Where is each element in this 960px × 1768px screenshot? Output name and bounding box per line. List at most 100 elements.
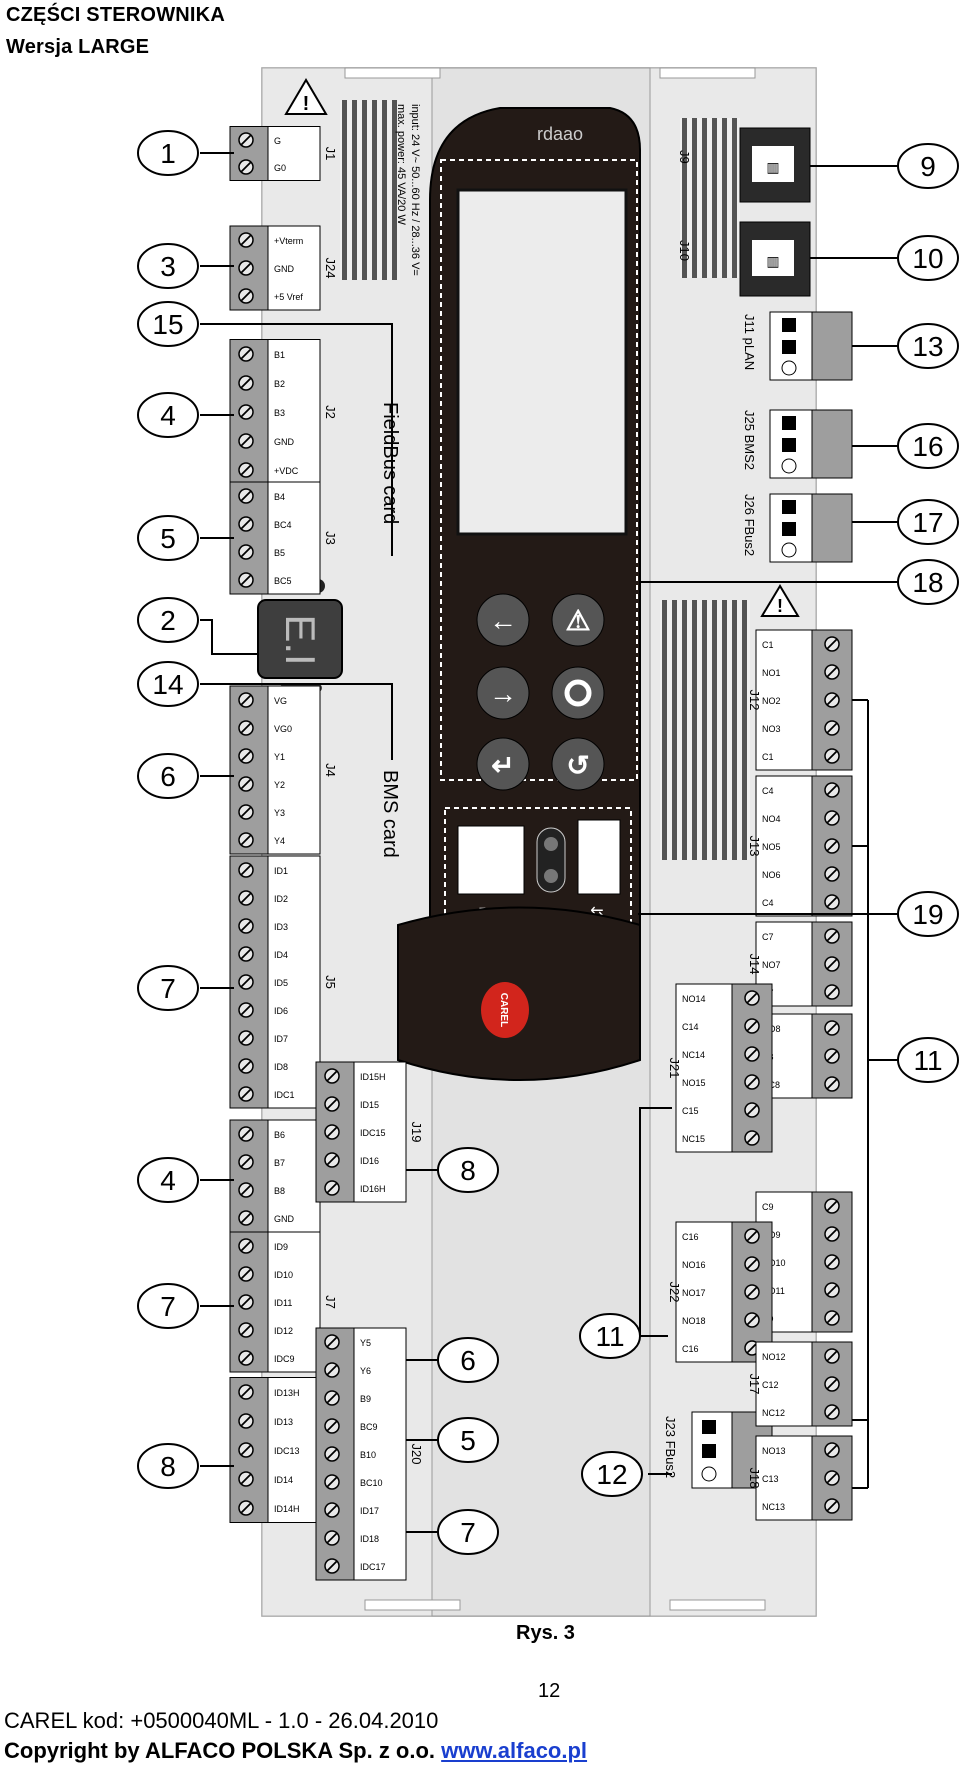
pin-label: NO17	[682, 1288, 706, 1298]
connector-label: J17	[747, 1374, 762, 1395]
pin-label: NC14	[682, 1050, 705, 1060]
vent-block	[660, 600, 750, 860]
pin-label: Y2	[274, 780, 285, 790]
alarm-button[interactable]	[551, 593, 605, 647]
svg-text:7: 7	[460, 1517, 476, 1548]
terminal-screw	[744, 1312, 760, 1328]
pin-label: +5 Vref	[274, 292, 303, 302]
svg-text:11: 11	[595, 1321, 624, 1352]
terminal-screw	[324, 1390, 340, 1406]
terminal-screw	[824, 664, 840, 680]
connector-label: J24	[323, 258, 338, 279]
callout-number: 7	[437, 1509, 499, 1555]
terminal-screw	[824, 956, 840, 972]
terminal-screw	[824, 1076, 840, 1092]
terminal-screw	[324, 1068, 340, 1084]
terminal-screw	[238, 433, 254, 449]
pin-label: ID1	[274, 866, 288, 876]
terminal-screw	[324, 1124, 340, 1140]
terminal-screw	[824, 1020, 840, 1036]
callout-number: 14	[137, 661, 199, 707]
terminal-screw	[824, 782, 840, 798]
pin-label: ID18	[360, 1534, 379, 1544]
svg-text:▥: ▥	[766, 253, 779, 269]
terminal-screw	[238, 862, 254, 878]
svg-text:↵: ↵	[491, 750, 514, 781]
terminal-j25: J25 BMS2	[742, 409, 853, 479]
callout-number: 6	[137, 753, 199, 799]
callout-number: 5	[137, 515, 199, 561]
pin-label: ID14H	[274, 1504, 300, 1514]
callout-number: 4	[137, 1157, 199, 1203]
footer-code: CAREL kod: +0500040ML - 1.0 - 26.04.2010	[4, 1708, 439, 1733]
page-heading: CZĘŚCI STEROWNIKA	[6, 4, 225, 26]
pin-label: ID15H	[360, 1072, 386, 1082]
pin-label: G	[274, 136, 281, 146]
pin-label: ID9	[274, 1242, 288, 1252]
callout-number: 11	[897, 1037, 959, 1083]
terminal-screw	[744, 990, 760, 1006]
terminal-screw	[324, 1474, 340, 1490]
terminal-screw	[238, 1086, 254, 1102]
keypad: ← ⚠ → ↵ ↺	[476, 593, 605, 791]
terminal-screw	[324, 1418, 340, 1434]
pin-label: NO15	[682, 1078, 706, 1088]
pin-label: IDC17	[360, 1562, 386, 1572]
terminal-screw	[238, 288, 254, 304]
pin-label: C9	[762, 1202, 774, 1212]
terminal-screw	[238, 918, 254, 934]
pin-label: NO14	[682, 994, 706, 1004]
terminal-screw	[324, 1502, 340, 1518]
terminal-screw	[238, 1266, 254, 1282]
callout-number: 3	[137, 243, 199, 289]
connector-label: J18	[747, 1468, 762, 1489]
terminal-screw	[238, 1126, 254, 1142]
terminal-screw	[824, 984, 840, 1000]
terminal-screw	[824, 1048, 840, 1064]
pin-label: +VDC	[274, 466, 299, 476]
pin-label: ID3	[274, 922, 288, 932]
terminal-screw	[824, 1310, 840, 1326]
pin-label: GND	[274, 437, 295, 447]
pin-label: ID15	[360, 1100, 379, 1110]
pin-label: NO7	[762, 960, 781, 970]
terminal-screw	[238, 375, 254, 391]
vent-block	[680, 118, 740, 278]
svg-text:!: !	[303, 93, 310, 115]
pin-label: IDC15	[360, 1128, 386, 1138]
svg-text:8: 8	[460, 1155, 476, 1186]
pin-label: B10	[360, 1450, 376, 1460]
terminal-screw	[824, 1404, 840, 1420]
terminal-screw	[324, 1362, 340, 1378]
pin-label: NO16	[682, 1260, 706, 1270]
svg-text:14: 14	[152, 669, 183, 700]
pin-label: NO2	[762, 696, 781, 706]
terminal-screw	[238, 1210, 254, 1226]
terminal-screw	[324, 1180, 340, 1196]
connector-label: J19	[409, 1122, 424, 1143]
left-arrow-button[interactable]	[476, 593, 530, 647]
connector-label: J1	[323, 147, 338, 161]
ok-button[interactable]	[551, 666, 605, 720]
pin-label: IDC13	[274, 1446, 300, 1456]
page-number: 12	[538, 1680, 561, 1702]
right-arrow-button[interactable]	[476, 666, 530, 720]
pin-label: BC10	[360, 1478, 383, 1488]
pin-label: B5	[274, 548, 285, 558]
escape-button[interactable]	[551, 737, 605, 791]
warning-icon: !	[760, 584, 800, 617]
website-link[interactable]: www.alfaco.pl	[441, 1738, 588, 1763]
callout-number: 5	[437, 1417, 499, 1463]
pin-label: NC13	[762, 1502, 785, 1512]
terminal-screw	[238, 1350, 254, 1366]
connector-label: J12	[747, 690, 762, 711]
seven-segment-display	[257, 599, 343, 679]
pin-label: NO11	[762, 1286, 785, 1296]
connector-label: J14	[747, 954, 762, 975]
pin-label: B9	[360, 1394, 371, 1404]
pin-label: IDC9	[274, 1354, 295, 1364]
enter-button[interactable]	[476, 737, 530, 791]
svg-text:19: 19	[912, 899, 943, 930]
